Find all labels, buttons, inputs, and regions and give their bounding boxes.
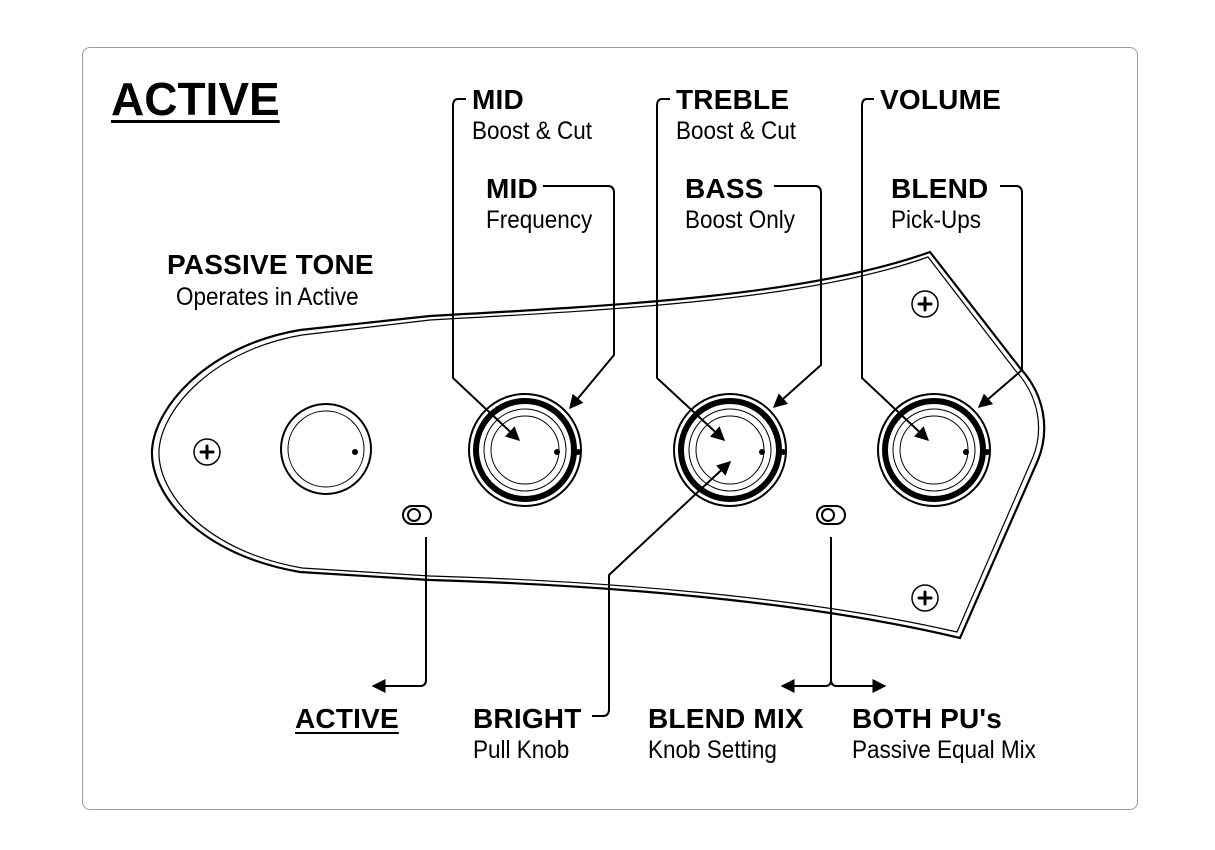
treble-desc: Boost & Cut xyxy=(676,117,797,145)
blend-mix-label: BLEND MIX xyxy=(648,703,804,734)
bass-label: BASS xyxy=(685,173,764,204)
blend-mix-desc: Knob Setting xyxy=(648,736,777,764)
leader-line xyxy=(371,537,427,693)
leader-line xyxy=(656,98,726,441)
page-title: ACTIVE xyxy=(111,73,280,125)
passive-tone-desc: Operates in Active xyxy=(176,283,359,311)
bright-label: BRIGHT xyxy=(473,703,582,734)
mid-boost-cut-desc: Boost & Cut xyxy=(472,117,593,145)
passive-tone-label: PASSIVE TONE xyxy=(167,249,374,280)
screw-icon xyxy=(911,584,939,612)
both-pus-desc: Passive Equal Mix xyxy=(852,736,1036,764)
bass-desc: Boost Only xyxy=(685,206,796,234)
mid-boost-cut-label: MID xyxy=(472,84,524,115)
passive-tone-knob[interactable] xyxy=(280,403,372,495)
control-plate xyxy=(150,250,1046,640)
both-pus-label: BOTH PU's xyxy=(852,703,1003,734)
blend-mix-toggle-switch[interactable] xyxy=(816,505,846,525)
leader-line xyxy=(977,185,1023,408)
blend-desc: Pick-Ups xyxy=(891,206,982,234)
mid-frequency-desc: Frequency xyxy=(486,206,593,234)
mid-frequency-label: MID xyxy=(486,173,538,204)
leader-line xyxy=(772,185,822,408)
blend-label: BLEND xyxy=(891,173,989,204)
screw-icon xyxy=(911,290,939,318)
volume-label: VOLUME xyxy=(880,84,1001,115)
leader-line xyxy=(592,461,732,717)
active-switch-label: ACTIVE xyxy=(295,703,399,734)
leader-line xyxy=(830,679,887,693)
bright-desc: Pull Knob xyxy=(473,736,570,764)
active-toggle-switch[interactable] xyxy=(402,505,432,525)
leader-line xyxy=(543,185,615,410)
mid-concentric-knob[interactable] xyxy=(468,393,582,507)
volume-blend-concentric-knob[interactable] xyxy=(877,393,991,507)
leader-line xyxy=(861,98,930,441)
treble-bass-concentric-knob[interactable] xyxy=(673,393,787,507)
leader-line xyxy=(452,98,521,441)
screw-icon xyxy=(193,438,221,466)
treble-label: TREBLE xyxy=(676,84,790,115)
diagram-frame xyxy=(82,47,1138,810)
